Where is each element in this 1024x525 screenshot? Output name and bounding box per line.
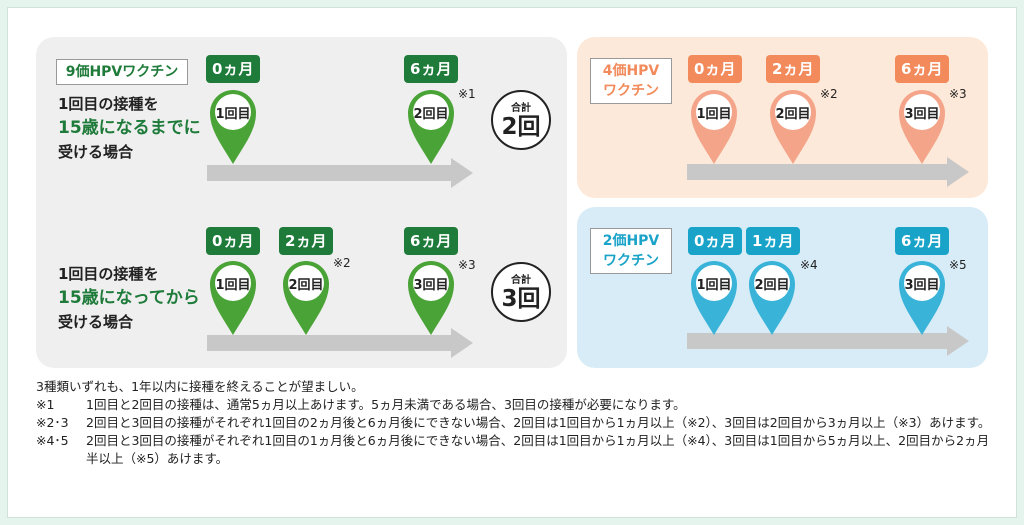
quadrivalent-dose3-pin: 3回目 xyxy=(896,86,948,166)
case2-dose3-label: 3回目 xyxy=(413,278,449,293)
bivalent-dose2-pin: 2回目 xyxy=(746,257,798,337)
footnote-2-text: 2回目と3回目の接種がそれぞれ1回目の2ヵ月後と6ヵ月後にできない場合、2回目は… xyxy=(86,415,991,430)
quadrivalent-timeline-arrow xyxy=(687,157,969,187)
case1-month-6: 6ヵ月 xyxy=(404,55,458,83)
case1-line3: 受ける場合 xyxy=(58,143,134,161)
footnote-3-key: ※4･5 xyxy=(36,433,69,448)
quadrivalent-month-6: 6ヵ月 xyxy=(895,55,949,83)
bivalent-title: 2価HPV ワクチン xyxy=(590,228,672,274)
case2-total: 合計 3回 xyxy=(491,262,551,322)
case2-note-2: ※2 xyxy=(333,256,351,270)
bivalent-title-line1: 2価HPV xyxy=(602,233,660,249)
footnote-2-key: ※2･3 xyxy=(36,415,69,430)
case2-month-2: 2ヵ月 xyxy=(279,227,333,255)
case2-note-3: ※3 xyxy=(458,258,476,272)
case2-dose2-label: 2回目 xyxy=(288,278,324,293)
quadrivalent-month-0: 0ヵ月 xyxy=(688,55,742,83)
bivalent-dose1-pin: 1回目 xyxy=(688,257,740,337)
bivalent-month-0: 0ヵ月 xyxy=(688,227,742,255)
footnote-1: ※1 1回目と2回目の接種は、通常5ヵ月以上あけます。5ヵ月未満である場合、3回… xyxy=(36,396,996,414)
bivalent-dose2-label: 2回目 xyxy=(754,278,790,293)
bivalent-note-5: ※5 xyxy=(949,258,967,272)
case1-total: 合計 2回 xyxy=(491,90,551,150)
case1-total-label: 合計 xyxy=(511,103,531,114)
quadrivalent-note-3: ※3 xyxy=(949,87,967,101)
case1-line1: 1回目の接種を xyxy=(58,95,159,113)
footnote-3: ※4･5 2回目と3回目の接種がそれぞれ1回目の1ヵ月後と6ヵ月後にできない場合… xyxy=(36,432,996,468)
bivalent-title-line2: ワクチン xyxy=(603,253,659,269)
quadrivalent-dose2-label: 2回目 xyxy=(775,107,811,122)
case2-timeline-arrow xyxy=(207,328,473,358)
footnote-1-text: 1回目と2回目の接種は、通常5ヵ月以上あけます。5ヵ月未満である場合、3回目の接… xyxy=(86,397,686,412)
bivalent-month-6: 6ヵ月 xyxy=(895,227,949,255)
case1-description: 1回目の接種を 15歳になるまでに 受ける場合 xyxy=(58,92,201,164)
case1-dose2-pin: 2回目 xyxy=(405,86,457,166)
case2-total-label: 合計 xyxy=(511,275,531,286)
quadrivalent-note-2: ※2 xyxy=(820,87,838,101)
case2-month-0: 0ヵ月 xyxy=(206,227,260,255)
bivalent-dose3-pin: 3回目 xyxy=(896,257,948,337)
quadrivalent-title-line2: ワクチン xyxy=(603,83,659,99)
case1-note: ※1 xyxy=(458,87,476,101)
footnote-2: ※2･3 2回目と3回目の接種がそれぞれ1回目の2ヵ月後と6ヵ月後にできない場合… xyxy=(36,414,996,432)
bivalent-month-1: 1ヵ月 xyxy=(746,227,800,255)
footnote-1-key: ※1 xyxy=(36,397,55,412)
case2-description: 1回目の接種を 15歳になってから 受ける場合 xyxy=(58,262,200,334)
case1-month-0: 0ヵ月 xyxy=(206,55,260,83)
case1-dose2-label: 2回目 xyxy=(413,107,449,122)
case1-dose1-label: 1回目 xyxy=(215,107,251,122)
case2-dose1-pin: 1回目 xyxy=(207,257,259,337)
case1-timeline-arrow xyxy=(207,158,473,188)
case1-total-value: 2回 xyxy=(501,114,541,140)
case2-dose2-pin: 2回目 xyxy=(280,257,332,337)
bivalent-note-4: ※4 xyxy=(800,258,818,272)
case2-total-value: 3回 xyxy=(501,286,541,312)
footnotes: 3種類いずれも、1年以内に接種を終えることが望ましい。 ※1 1回目と2回目の接… xyxy=(36,378,996,468)
footnote-3-text: 2回目と3回目の接種がそれぞれ1回目の1ヵ月後と6ヵ月後にできない場合、2回目は… xyxy=(86,433,990,466)
case2-dose1-label: 1回目 xyxy=(215,278,251,293)
quadrivalent-dose1-label: 1回目 xyxy=(696,107,732,122)
quadrivalent-month-2: 2ヵ月 xyxy=(766,55,820,83)
quadrivalent-dose3-label: 3回目 xyxy=(904,107,940,122)
bivalent-timeline-arrow xyxy=(687,326,969,356)
bivalent-dose1-label: 1回目 xyxy=(696,278,732,293)
quadrivalent-title: 4価HPV ワクチン xyxy=(590,58,672,104)
case1-line2: 15歳になるまでに xyxy=(58,118,201,138)
case2-line2: 15歳になってから xyxy=(58,288,200,308)
nonavalent-title: 9価HPVワクチン xyxy=(56,59,188,85)
bivalent-dose3-label: 3回目 xyxy=(904,278,940,293)
quadrivalent-dose1-pin: 1回目 xyxy=(688,86,740,166)
footnote-intro: 3種類いずれも、1年以内に接種を終えることが望ましい。 xyxy=(36,379,364,394)
quadrivalent-dose2-pin: 2回目 xyxy=(767,86,819,166)
quadrivalent-title-line1: 4価HPV xyxy=(602,63,660,79)
case1-dose1-pin: 1回目 xyxy=(207,86,259,166)
case2-month-6: 6ヵ月 xyxy=(404,227,458,255)
case2-line3: 受ける場合 xyxy=(58,313,134,331)
case2-dose3-pin: 3回目 xyxy=(405,257,457,337)
case2-line1: 1回目の接種を xyxy=(58,265,159,283)
